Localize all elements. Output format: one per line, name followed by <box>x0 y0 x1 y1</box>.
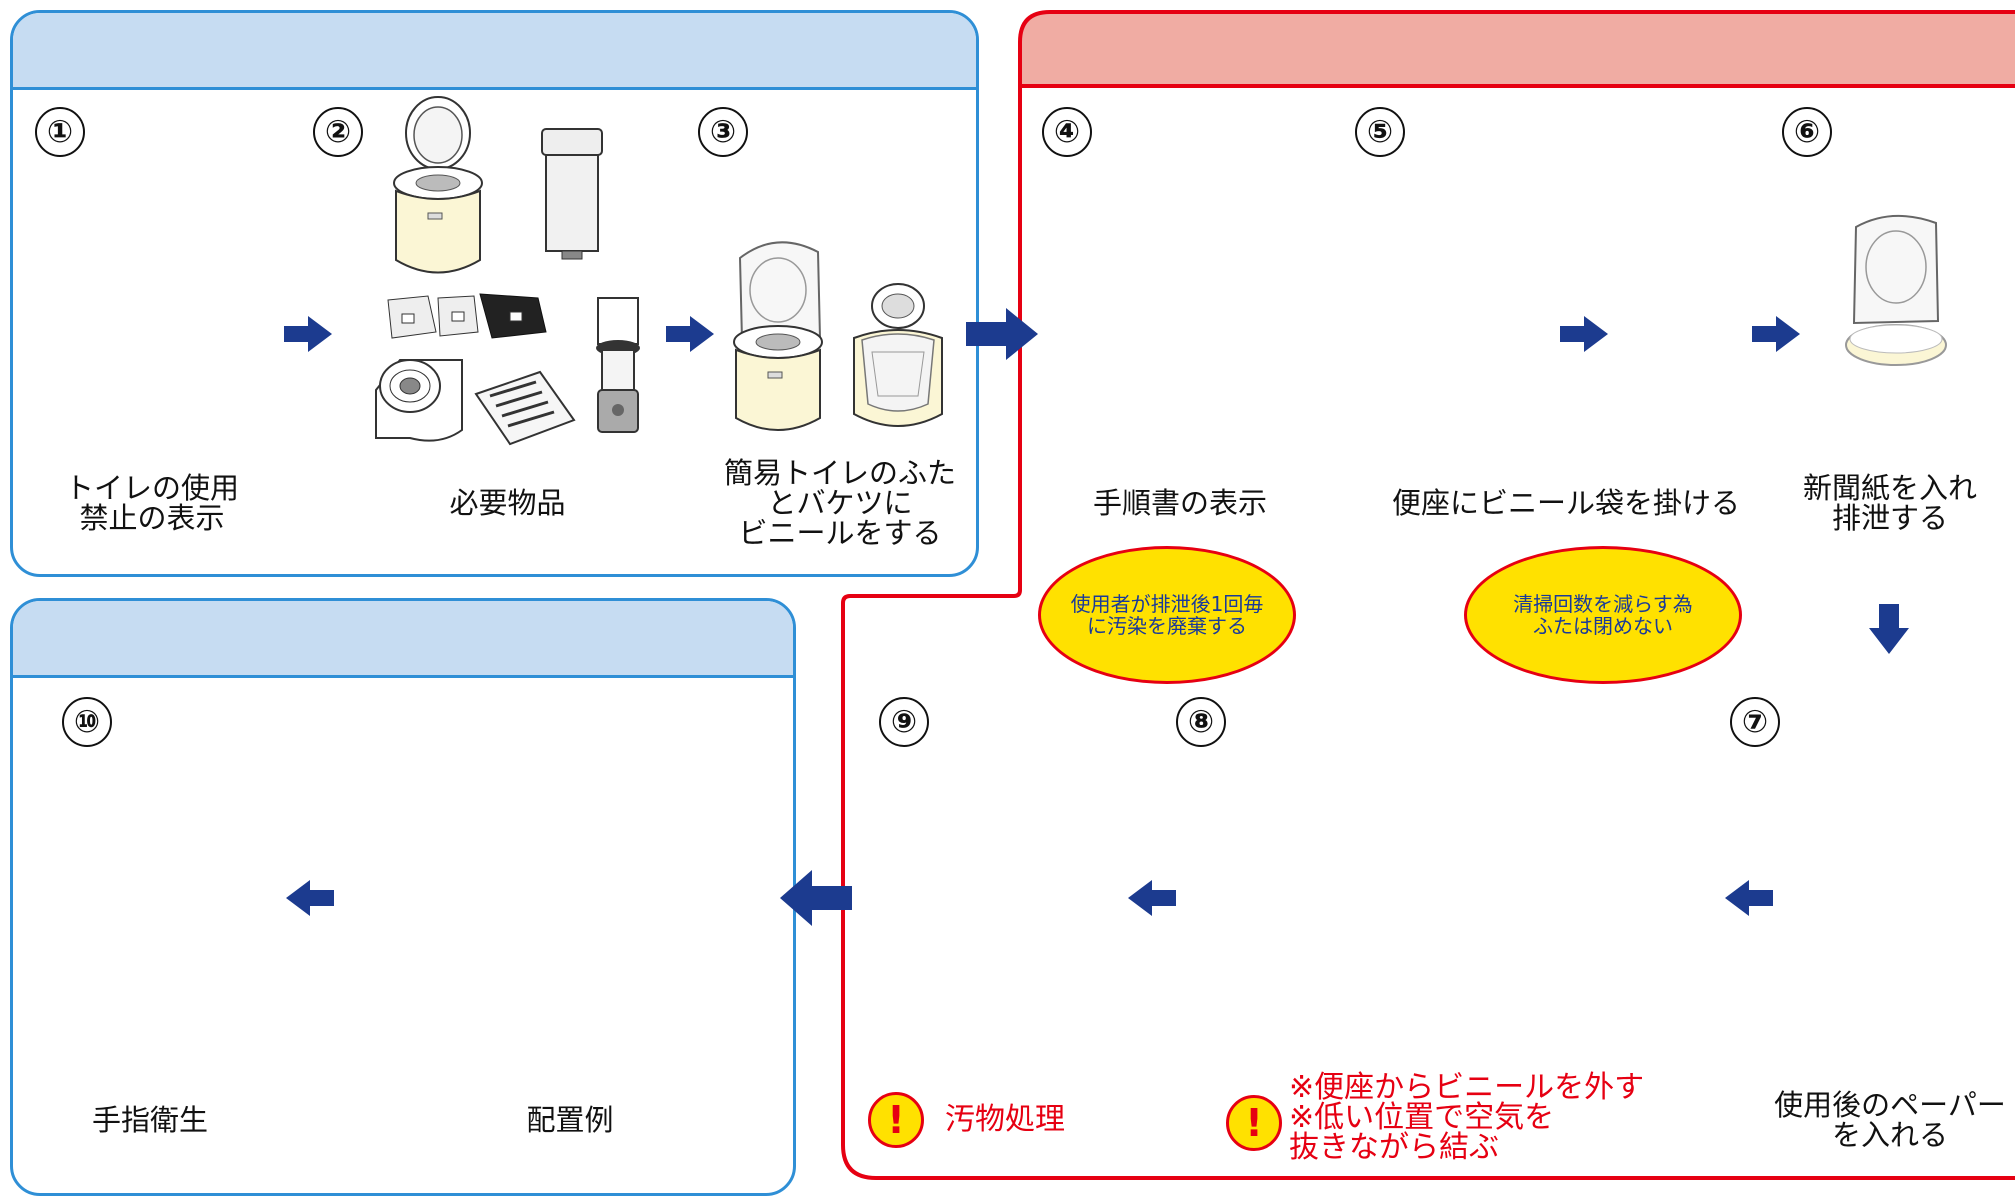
portable-toilet-icon <box>853 283 943 427</box>
lantern-icon <box>596 297 640 433</box>
step-number-8: ⑧ <box>1176 697 1226 747</box>
arrow-right-icon <box>1560 316 1608 352</box>
step-7-label-line2: を入れる <box>1831 1118 1948 1152</box>
callout-lid-line1: 清掃回数を減らす為 <box>1513 592 1693 616</box>
step-5-label: 便座にビニール袋を掛ける <box>1391 486 1740 520</box>
step-8-note-line3: 抜きながら結ぶ <box>1289 1130 1499 1165</box>
panel-hygiene-header <box>13 601 793 678</box>
step-number-10: ⑩ <box>62 697 112 747</box>
panel-usage-header <box>1020 12 2015 86</box>
step-8-note-line1: ※便座からビニールを外す <box>1289 1070 1645 1105</box>
step-3-label-line1: 簡易トイレのふた <box>723 456 956 490</box>
portable-toilet-icon <box>733 241 823 431</box>
step-6-label: 新聞紙を入れ 排泄する <box>1780 473 2000 533</box>
callout-dispose-each-use: 使用者が排泄後1回毎 に汚染を廃棄する <box>1038 546 1296 684</box>
step-number-4: ④ <box>1042 107 1092 157</box>
arrow-right-icon <box>284 316 332 352</box>
newspaper-icon <box>474 370 576 446</box>
step-1-label-line2: 禁止の表示 <box>79 501 225 535</box>
warning-icon: ! <box>868 1092 924 1148</box>
step-7-label-line1: 使用後のペーパー <box>1774 1088 2006 1122</box>
step-number-7: ⑦ <box>1730 697 1780 747</box>
step-2-label: 必要物品 <box>449 486 566 520</box>
step-6-label-line1: 新聞紙を入れ <box>1802 471 1977 505</box>
arrow-left-icon <box>780 870 852 926</box>
callout-lid-open: 清掃回数を減らす為 ふたは閉めない <box>1464 546 1742 684</box>
step-1-label: トイレの使用 禁止の表示 <box>52 473 252 533</box>
portable-toilet-icon <box>1845 214 1947 366</box>
callout-lid-line2: ふたは閉めない <box>1533 614 1673 638</box>
step-4-label: 手順書の表示 <box>1092 486 1267 520</box>
callout-dispose-line2: に汚染を廃棄する <box>1087 614 1247 638</box>
callout-dispose-line1: 使用者が排泄後1回毎 <box>1070 592 1264 616</box>
step-3-label-line3: ビニールをする <box>738 516 942 550</box>
step-number-9: ⑨ <box>879 697 929 747</box>
step-10-label: 手指衛生 <box>91 1103 208 1137</box>
portable-toilet-icon <box>393 96 483 274</box>
step-1-label-line1: トイレの使用 <box>64 471 239 505</box>
trash-bin-icon <box>541 128 603 260</box>
toilet-bag-icon <box>387 293 547 339</box>
arrow-left-icon <box>286 880 334 916</box>
arrow-left-icon <box>1128 880 1176 916</box>
step-8-note-line2: ※低い位置で空気を <box>1289 1100 1555 1135</box>
arrow-right-icon <box>666 316 714 352</box>
panel-preparation-header <box>13 13 976 90</box>
step-3-label-line2: とバケツに <box>767 486 913 520</box>
arrow-left-icon <box>1725 880 1773 916</box>
step-number-2: ② <box>313 107 363 157</box>
step-number-6: ⑥ <box>1782 107 1832 157</box>
arrow-down-icon <box>1869 604 1909 654</box>
step-3-label: 簡易トイレのふた とバケツに ビニールをする <box>700 458 980 548</box>
step-7-label: 使用後のペーパー を入れる <box>1765 1090 2015 1150</box>
step-8-note: ※便座からビニールを外す ※低い位置で空気を 抜きながら結ぶ <box>1289 1073 1644 1163</box>
step-6-label-line2: 排泄する <box>1831 501 1948 535</box>
step-number-3: ③ <box>698 107 748 157</box>
layout-example-label: 配置例 <box>526 1103 614 1137</box>
step-9-note: 汚物処理 <box>945 1102 1065 1137</box>
panel-usage-border <box>841 10 2015 1180</box>
warning-icon: ! <box>1226 1095 1282 1151</box>
step-number-1: ① <box>35 107 85 157</box>
arrow-right-icon <box>966 308 1038 360</box>
toilet-paper-icon <box>375 359 463 442</box>
arrow-right-icon <box>1752 316 1800 352</box>
step-number-5: ⑤ <box>1355 107 1405 157</box>
